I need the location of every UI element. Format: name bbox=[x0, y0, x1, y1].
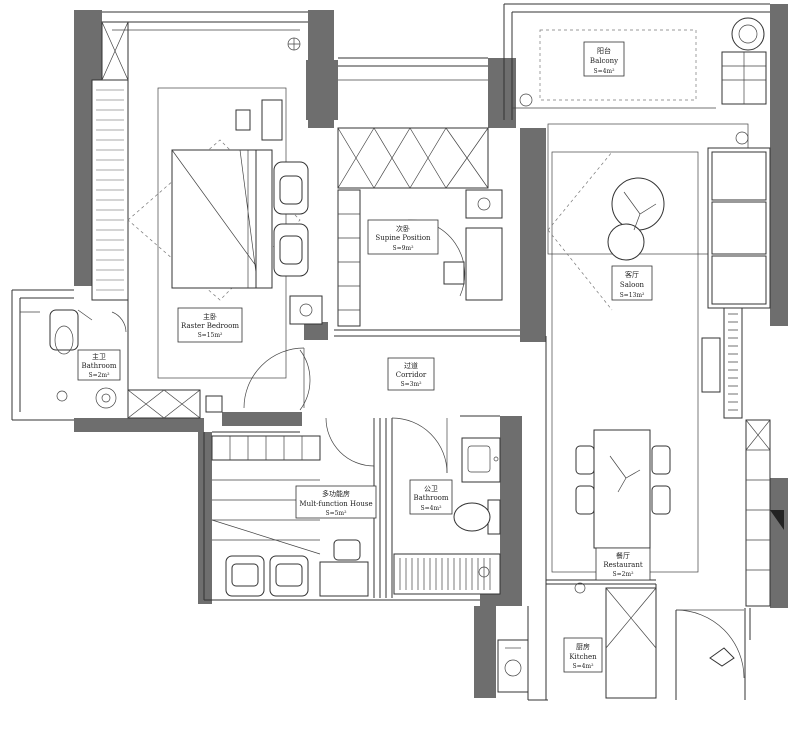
kitchen-en: Kitchen bbox=[569, 653, 597, 661]
multi-function-furniture bbox=[211, 435, 369, 597]
balcony-fixtures bbox=[512, 17, 767, 145]
second-bedroom-en: Supine Position bbox=[375, 234, 431, 242]
kitchen-area: S=4m² bbox=[572, 663, 594, 670]
room-label-second-bedroom: 次卧 Supine Position S=9m² bbox=[367, 219, 439, 255]
restaurant-en: Restaurant bbox=[603, 561, 643, 569]
saloon-cn: 客厅 bbox=[625, 270, 639, 279]
multi-function-en: Mult-function House bbox=[299, 500, 372, 508]
master-bedroom-cn: 主卧 bbox=[203, 312, 217, 321]
saloon-area: S=13m² bbox=[620, 292, 645, 299]
multi-function-area: S=5m² bbox=[325, 510, 347, 517]
master-bedroom-en: Raster Bedroom bbox=[181, 322, 239, 330]
outlines bbox=[11, 3, 770, 701]
room-label-corridor: 过道 Corridor S=3m² bbox=[387, 357, 435, 391]
room-label-multi-function: 多功能房 Mult-function House S=5m² bbox=[295, 485, 377, 519]
room-label-kitchen: 厨房 Kitchen S=4m² bbox=[563, 637, 603, 673]
kitchen-fixtures bbox=[497, 587, 735, 699]
corridor-cn: 过道 bbox=[404, 361, 418, 370]
second-bedroom-furniture bbox=[337, 79, 503, 327]
walls bbox=[74, 4, 788, 698]
public-bathroom-fixtures bbox=[393, 437, 501, 595]
kitchen-cn: 厨房 bbox=[576, 642, 590, 651]
restaurant-cn: 餐厅 bbox=[616, 551, 630, 560]
room-label-master-bedroom: 主卧 Raster Bedroom S=15m² bbox=[177, 307, 243, 343]
corridor-area: S=3m² bbox=[400, 381, 422, 388]
room-label-saloon: 客厅 Saloon S=13m² bbox=[611, 265, 653, 301]
ensuite-bathroom-area: S=2m² bbox=[88, 372, 110, 379]
restaurant-area: S=2m² bbox=[612, 571, 634, 578]
balcony-en: Balcony bbox=[590, 57, 618, 65]
public-bathroom-area: S=4m² bbox=[420, 505, 442, 512]
ensuite-bathroom-fixtures bbox=[20, 309, 117, 409]
master-bedroom-area: S=15m² bbox=[198, 332, 223, 339]
multi-function-cn: 多功能房 bbox=[322, 489, 350, 498]
dining-furniture bbox=[574, 429, 671, 594]
room-label-restaurant: 餐厅 Restaurant S=2m² bbox=[595, 547, 651, 581]
second-bedroom-area: S=9m² bbox=[392, 245, 414, 252]
room-label-balcony: 阳台 Balcony S=4m² bbox=[583, 41, 625, 77]
balcony-area: S=4m² bbox=[593, 68, 615, 75]
balcony-cn: 阳台 bbox=[597, 46, 611, 55]
room-label-public-bathroom: 公卫 Bathroom S=4m² bbox=[409, 479, 453, 515]
ensuite-bathroom-en: Bathroom bbox=[81, 362, 116, 370]
second-bedroom-cn: 次卧 bbox=[396, 224, 410, 233]
corridor-en: Corridor bbox=[396, 371, 427, 379]
public-bathroom-cn: 公卫 bbox=[424, 485, 438, 493]
public-bathroom-en: Bathroom bbox=[413, 494, 448, 502]
ensuite-bathroom-cn: 主卫 bbox=[92, 352, 106, 361]
saloon-en: Saloon bbox=[620, 281, 645, 289]
master-bedroom-furniture bbox=[91, 21, 323, 419]
room-label-ensuite-bathroom: 主卫 Bathroom S=2m² bbox=[77, 349, 121, 381]
saloon-furniture bbox=[547, 123, 784, 607]
